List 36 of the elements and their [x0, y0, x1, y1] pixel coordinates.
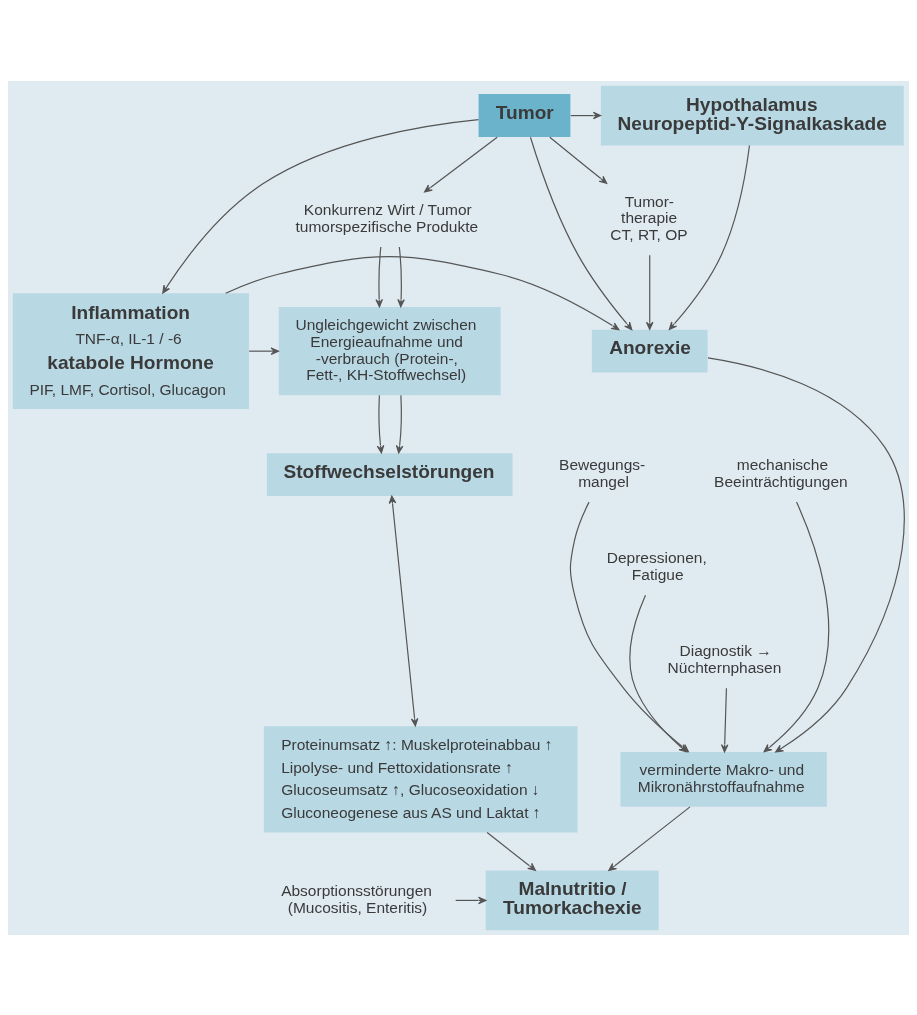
arrow [645, 254, 654, 330]
arrow [707, 356, 905, 752]
arrow [549, 136, 608, 184]
node-text: Bewegungs- mangel [559, 455, 646, 490]
arrow [486, 831, 536, 871]
node-box: Stoffwechselstörungen [266, 452, 513, 496]
arrow [424, 136, 498, 192]
arrow [397, 245, 405, 307]
node-text: Depressionen, Fatigue [606, 548, 707, 583]
arrow [529, 136, 633, 330]
node-box: Hypothalamus Neuropeptid-Y-Signalkaskade [600, 85, 904, 145]
node-box: verminderte Makro- und Mikronährstoffaufnahme [620, 751, 827, 807]
arrow [608, 805, 691, 871]
node-box: Proteinumsatz ↑: Muskelproteinabbau ↑ Lipolyse- und Fettoxidationsrate ↑ Glucoseumsatz ↑, Glucoseoxidation ↓ Gluconeogenese aus AS und Laktat ↑ [263, 725, 578, 832]
arrow [225, 255, 620, 330]
node-text: mechanische Beeinträchtigungen [714, 455, 848, 490]
node-box: Ungleichgewicht zwischen Energieaufnahme und -verbrauch (Protein-, Fett-, KH-Stoffwechsel) [278, 306, 501, 395]
node-text: Absorptionsstörungen (Mucositis, Enteritis) [281, 881, 432, 916]
node-box: Anorexie [591, 329, 708, 373]
arrow [376, 394, 385, 453]
arrow [162, 118, 480, 294]
node-box: Tumor [478, 93, 571, 137]
arrow [763, 500, 830, 752]
node-text: Konkurrenz Wirt / Tumor tumorspezifische Produkte [295, 200, 479, 235]
node-box: Malnutritio / Tumorkachexie [485, 870, 659, 930]
node-box: Inflammation TNF-α, IL-1 / -6 katabole Hormone PIF, LMF, Cortisol, Glucagon [12, 292, 249, 409]
arrow [455, 896, 487, 904]
node-text: Diagnostik → Nüchternphasen [667, 641, 782, 676]
arrow [395, 394, 404, 453]
arrow [388, 495, 419, 726]
arrow [668, 144, 751, 330]
arrow [720, 687, 729, 752]
arrow [375, 245, 383, 307]
arrow [248, 346, 279, 355]
node-text: Tumor- therapie CT, RT, OP [610, 192, 688, 243]
arrow [570, 111, 602, 119]
